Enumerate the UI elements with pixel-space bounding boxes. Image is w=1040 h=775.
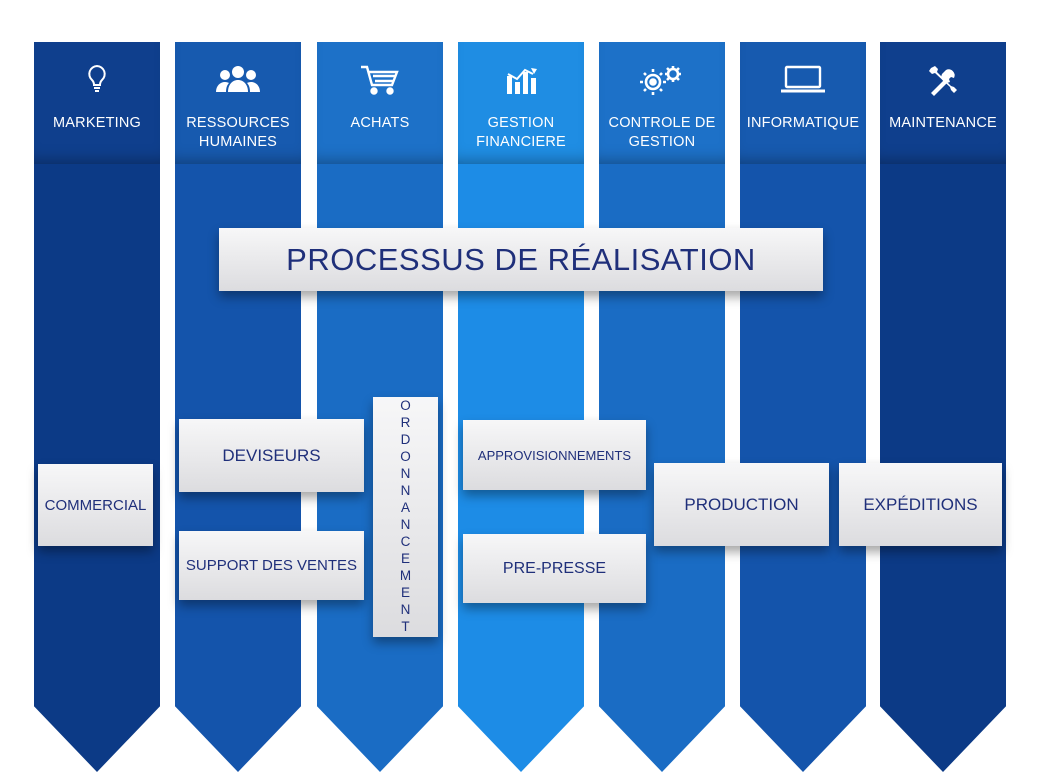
lightbulb-icon	[34, 64, 160, 94]
box-label: EXPÉDITIONS	[863, 494, 978, 514]
box-production: PRODUCTION	[654, 463, 829, 546]
column-header: INFORMATIQUE	[740, 42, 866, 164]
column-ressources-humaines: RESSOURCES HUMAINES	[175, 42, 301, 772]
column-gestion-financiere: GESTION FINANCIERE	[458, 42, 584, 772]
column-label: MAINTENANCE	[889, 115, 997, 131]
title-box: PROCESSUS DE RÉALISATION	[219, 228, 823, 291]
gears-icon	[599, 64, 725, 96]
box-label: ORDONNANCEMENT	[398, 398, 413, 636]
column-label: INFORMATIQUE	[746, 115, 860, 131]
column-header: MARKETING	[34, 42, 160, 164]
box-label: PRODUCTION	[684, 494, 799, 514]
box-commercial: COMMERCIAL	[38, 464, 153, 546]
column-controle-de-gestion: CONTROLE DE GESTION	[599, 42, 725, 772]
box-expeditions: EXPÉDITIONS	[839, 463, 1002, 546]
box-label: PRE-PRESSE	[502, 559, 607, 577]
box-label: COMMERCIAL	[44, 496, 147, 514]
tools-icon	[880, 64, 1006, 98]
diagram-title: PROCESSUS DE RÉALISATION	[286, 241, 756, 277]
people-icon	[175, 64, 301, 94]
cart-icon	[317, 64, 443, 96]
box-ordonnancement: ORDONNANCEMENT	[373, 397, 438, 637]
column-header: ACHATS	[317, 42, 443, 164]
column-header: GESTION FINANCIERE	[458, 42, 584, 164]
box-pre-presse: PRE-PRESSE	[463, 534, 646, 603]
column-marketing: MARKETING	[34, 42, 160, 772]
box-label: DEVISEURS	[222, 445, 321, 465]
column-label: ACHATS	[350, 115, 410, 131]
column-header: RESSOURCES HUMAINES	[175, 42, 301, 164]
column-label: RESSOURCES HUMAINES	[186, 115, 290, 150]
column-header: MAINTENANCE	[880, 42, 1006, 164]
column-maintenance: MAINTENANCE	[880, 42, 1006, 772]
box-deviseurs: DEVISEURS	[179, 419, 364, 492]
column-label: CONTROLE DE GESTION	[608, 115, 716, 150]
column-label: MARKETING	[53, 115, 141, 131]
box-label: SUPPORT DES VENTES	[185, 557, 358, 574]
column-header: CONTROLE DE GESTION	[599, 42, 725, 164]
bar-chart-icon	[458, 64, 584, 96]
column-label: GESTION FINANCIERE	[476, 115, 566, 150]
laptop-icon	[740, 64, 866, 94]
box-support-des-ventes: SUPPORT DES VENTES	[179, 531, 364, 600]
box-label: APPROVISIONNEMENTS	[477, 447, 632, 463]
box-approvisionnements: APPROVISIONNEMENTS	[463, 420, 646, 490]
column-informatique: INFORMATIQUE	[740, 42, 866, 772]
